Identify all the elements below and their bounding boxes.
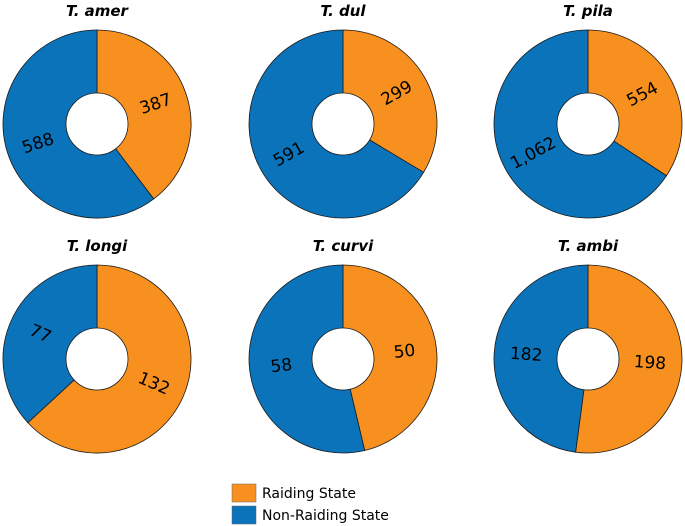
donut-hole-t-pila [556,92,620,156]
donut-hole-t-ambi [556,327,620,391]
slice-non-raiding-t-ambi [493,264,589,453]
slice-raiding-t-ambi [575,264,683,454]
legend-swatch-raiding [231,483,257,503]
title-t-ambi: T. ambi [558,237,619,255]
legend-swatch-non-raiding [231,505,257,525]
label-raiding-t-curvi: 50 [393,341,417,363]
title-t-amer: T. amer [66,2,130,20]
title-t-curvi: T. curvi [313,237,374,255]
label-raiding-t-ambi: 198 [633,352,667,374]
slice-raiding-t-curvi [342,264,438,451]
legend: Raiding State Non-Raiding State [231,483,389,525]
label-non-raiding-t-curvi: 58 [270,355,294,377]
donut-hole-t-curvi [311,327,375,391]
legend-label-non-raiding: Non-Raiding State [262,508,389,524]
donut-hole-t-longi [65,327,129,391]
donut-hole-t-dul [311,92,375,156]
label-non-raiding-t-ambi: 182 [509,344,543,366]
title-t-pila: T. pila [563,2,613,20]
slice-raiding-t-amer [96,29,192,200]
pie-t-ambi: 198 182 T. ambi [493,237,683,454]
title-t-longi: T. longi [67,237,128,255]
legend-label-raiding: Raiding State [262,486,356,502]
slice-non-raiding-t-longi [2,264,98,424]
slice-non-raiding-t-curvi [248,264,366,454]
donut-hole-t-amer [65,92,129,156]
pie-t-curvi: 50 58 T. curvi [248,237,438,454]
title-t-dul: T. dul [320,2,366,20]
